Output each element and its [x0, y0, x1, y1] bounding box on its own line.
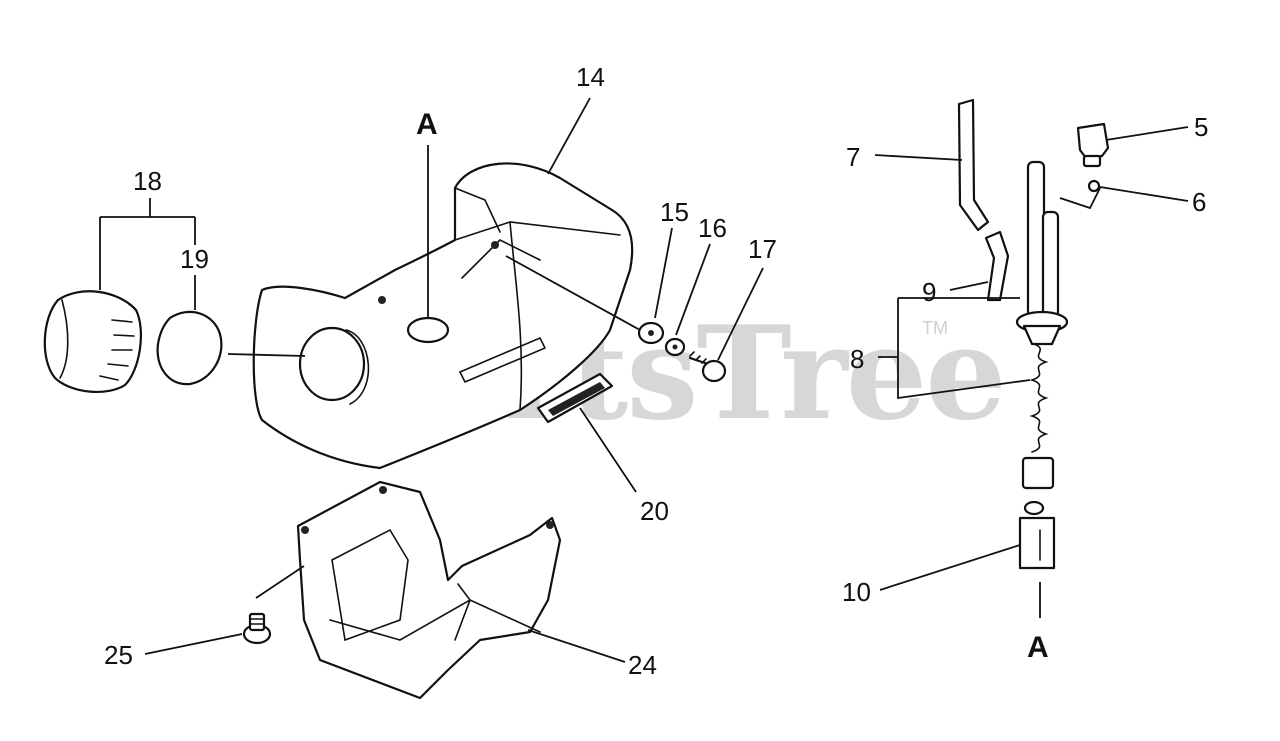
callout-15: 15: [660, 197, 689, 227]
reference-marks: A A: [416, 108, 1049, 664]
callout-16: 16: [698, 213, 727, 243]
callout-7: 7: [846, 142, 860, 172]
callout-20: 20: [640, 496, 669, 526]
part-19-cap-gasket[interactable]: [156, 310, 223, 386]
part-5-fuel-filter[interactable]: [1076, 122, 1110, 168]
part-6-o-ring[interactable]: [1087, 179, 1101, 193]
part-20-tank-pad[interactable]: [536, 372, 614, 424]
part-24-tank-bracket[interactable]: [296, 480, 562, 700]
callout-18: 18: [133, 166, 162, 196]
part-17-bolt[interactable]: [688, 351, 727, 383]
callout-14: 14: [576, 62, 605, 92]
callout-19: 19: [180, 244, 209, 274]
reference-mark-a-top: A: [416, 108, 438, 141]
part-10-pickup-weight[interactable]: [1018, 500, 1056, 570]
callout-5: 5: [1194, 112, 1208, 142]
part-25-screw[interactable]: [242, 612, 272, 645]
callout-24: 24: [628, 650, 657, 680]
callout-6: 6: [1192, 187, 1206, 217]
callout-17: 17: [748, 234, 777, 264]
callout-10: 10: [842, 577, 871, 607]
part-9-elbow-hose[interactable]: [984, 230, 1010, 302]
part-14-fuel-tank[interactable]: [252, 162, 634, 470]
part-16-lock-washer[interactable]: [664, 337, 686, 357]
reference-mark-a-bottom: A: [1027, 631, 1049, 664]
part-7-fuel-line[interactable]: [957, 98, 990, 232]
callout-8: 8: [850, 344, 864, 374]
part-18-fuel-cap[interactable]: [43, 290, 142, 393]
part-8-pickup-assembly[interactable]: [1015, 160, 1069, 490]
callout-25: 25: [104, 640, 133, 670]
part-15-washer[interactable]: [637, 321, 665, 345]
callout-9: 9: [922, 277, 936, 307]
callout-labels: 18 19 14 15 16 17 20 25 24 7 5 6 9 8 10: [104, 62, 1208, 680]
leader-lines: [99, 97, 1189, 663]
watermark-trademark: TM: [922, 318, 948, 338]
